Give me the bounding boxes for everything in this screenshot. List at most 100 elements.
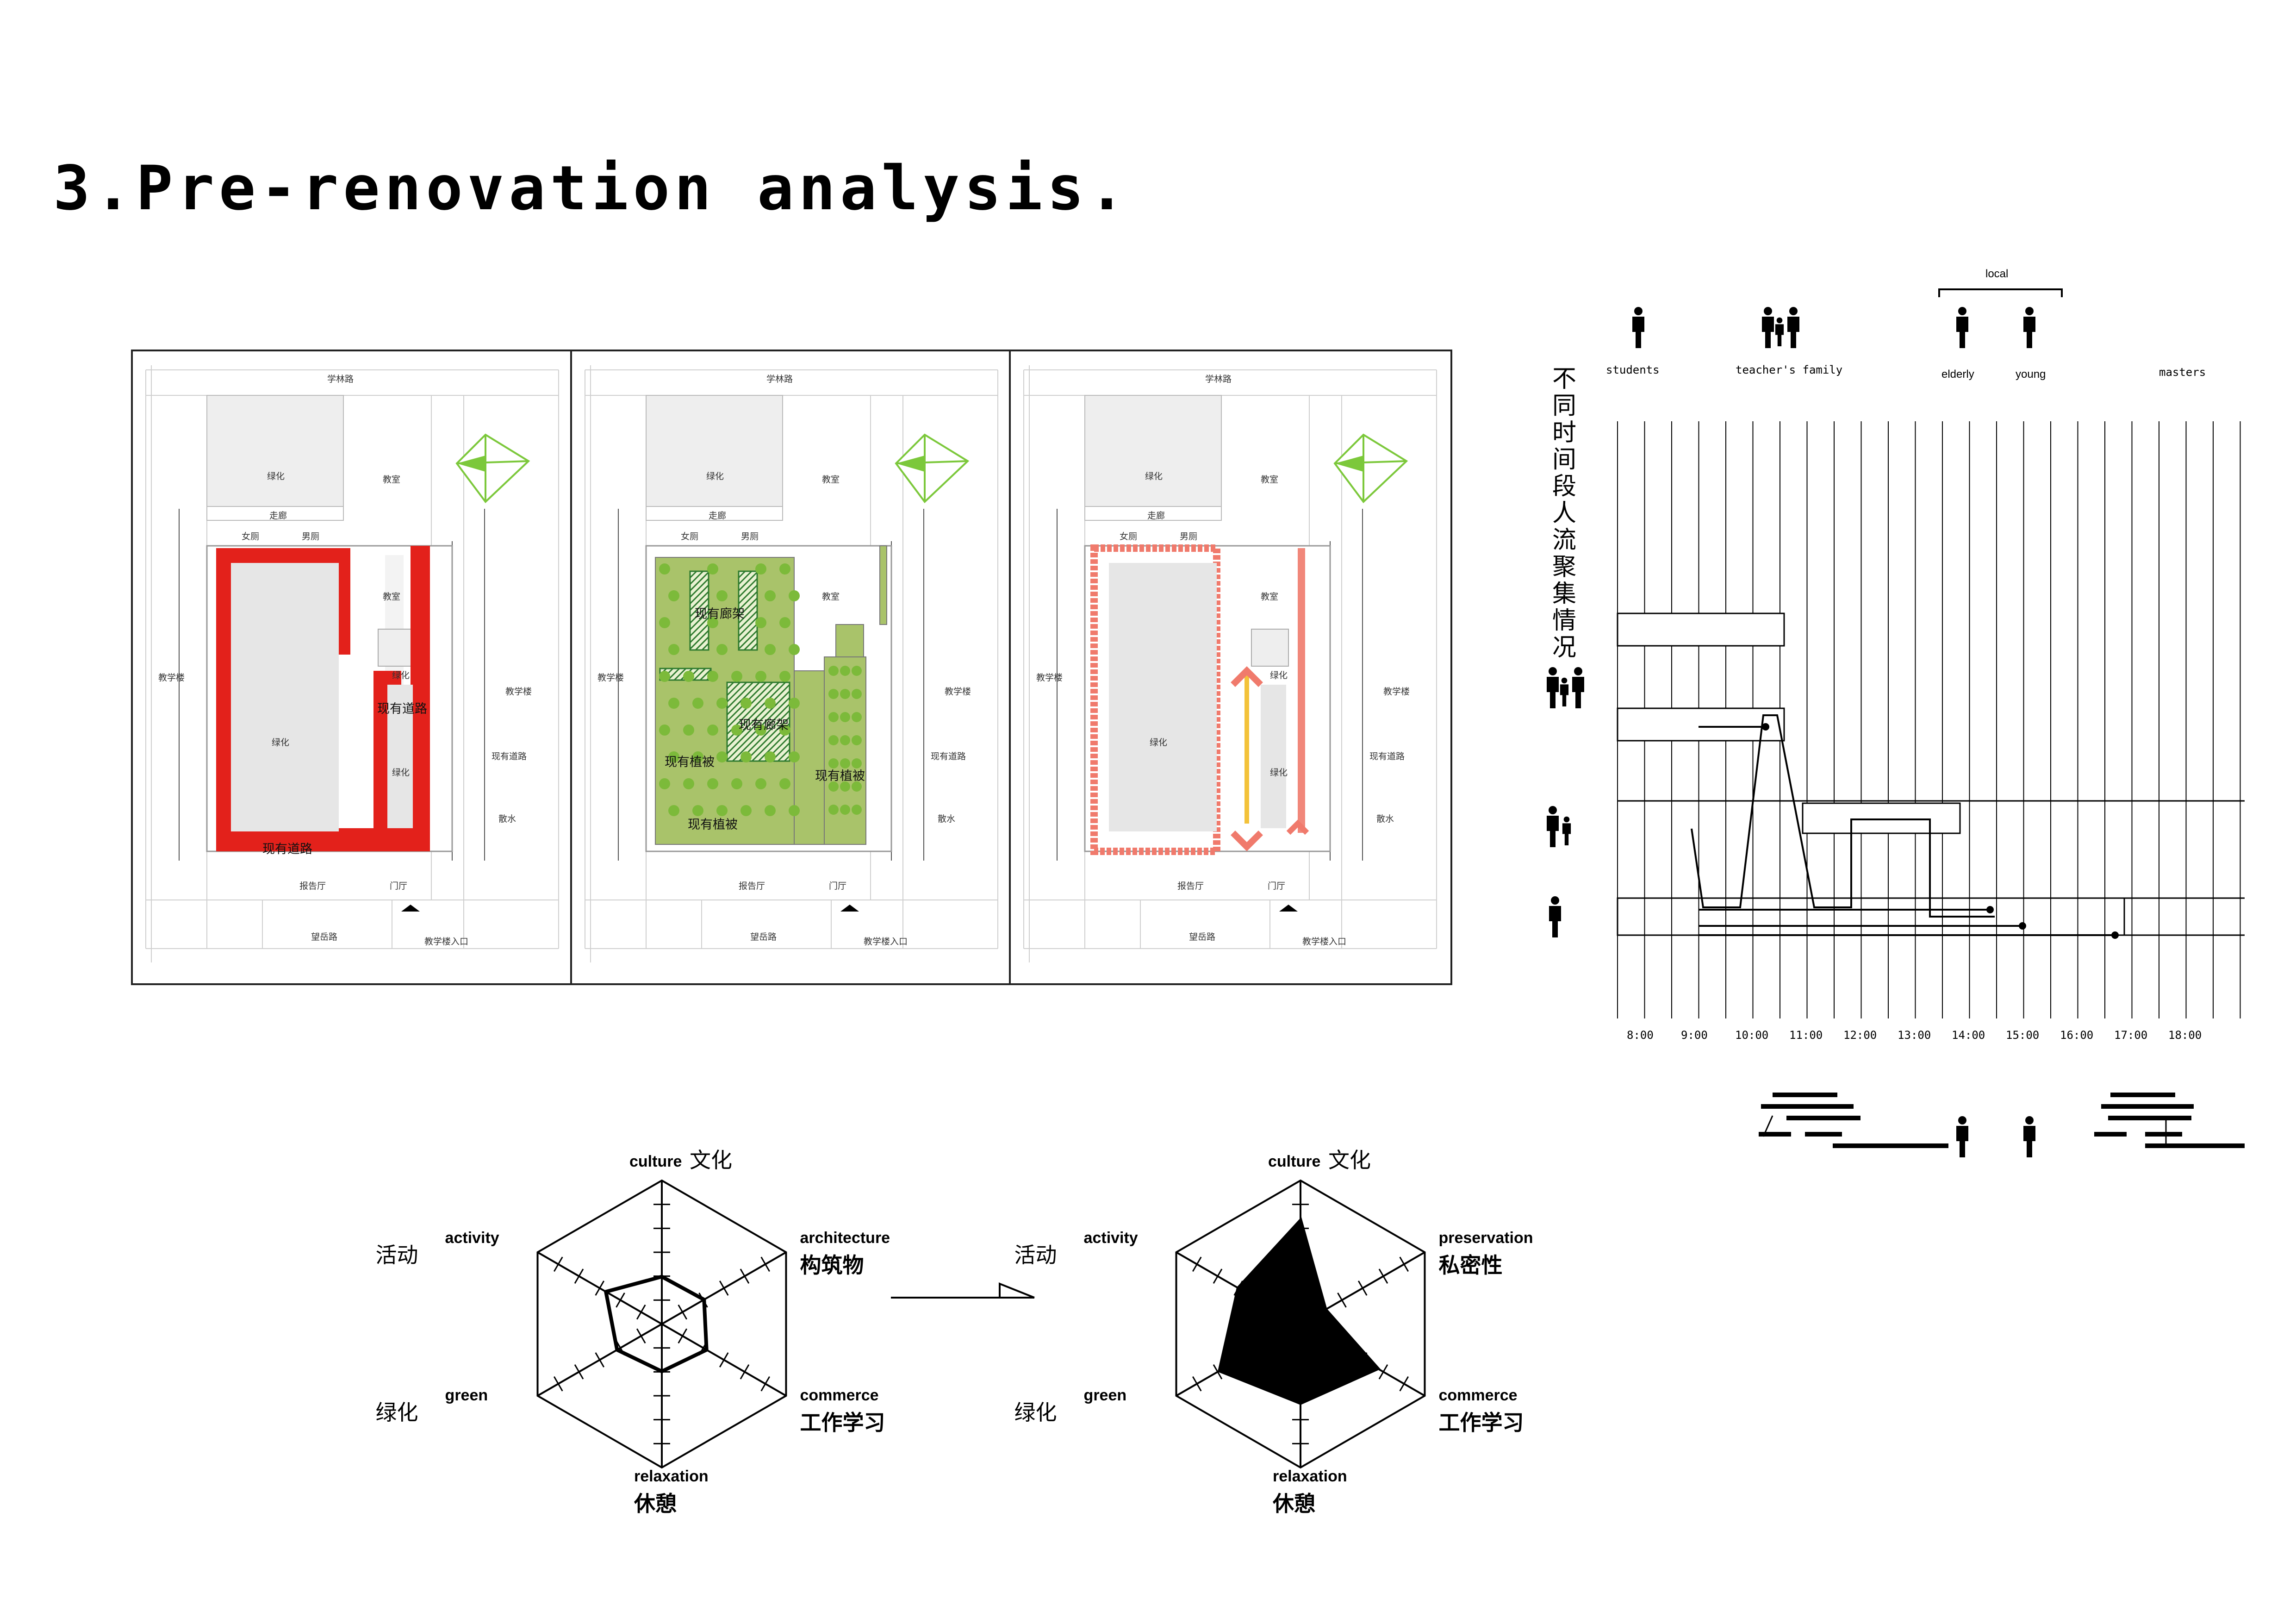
label-teaching-right: 教学楼: [1383, 687, 1410, 697]
label-wc-male: 男厕: [741, 531, 759, 542]
label-green-main: 绿化: [1150, 737, 1168, 748]
label-road-bottom: 望岳路: [750, 932, 777, 942]
axis-label-culture: culture: [1268, 1153, 1321, 1170]
label-masters: masters: [2159, 366, 2206, 379]
hour-label: 16:00: [2060, 1029, 2094, 1042]
label-corridor: 走廊: [269, 511, 287, 521]
page-title: 3.Pre-renovation analysis.: [53, 153, 1130, 224]
label-path-mid: 现有道路: [377, 702, 427, 716]
axis-label-cn-5: 活动: [375, 1243, 418, 1268]
label-wc-female: 女厕: [1120, 531, 1138, 542]
label-teaching-left: 教学楼: [597, 673, 624, 683]
axis-label-culture: culture: [629, 1153, 682, 1170]
label-green-inner: 绿化: [392, 768, 410, 778]
label-classroom-mid: 教室: [1261, 592, 1279, 602]
hour-label: 11:00: [1789, 1029, 1823, 1042]
label-road-right: 现有道路: [931, 751, 966, 762]
label-hall: 报告厅: [299, 881, 326, 891]
axis-label-cn-1: 构筑物: [800, 1253, 864, 1278]
axis-label-cn-4: 绿化: [375, 1400, 418, 1425]
hour-label: 13:00: [1898, 1029, 1931, 1042]
axis-label-cn-3: 休憩: [1273, 1491, 1315, 1516]
label-young: young: [2016, 368, 2046, 381]
axis-label-cn-5: 活动: [1014, 1243, 1057, 1268]
label-corridor: 走廊: [1147, 511, 1165, 521]
label-entrance: 教学楼入口: [1302, 937, 1347, 947]
label-door: 门厅: [1268, 881, 1286, 891]
label-green-top: 绿化: [267, 471, 285, 481]
axis-label-cn-2: 工作学习: [800, 1410, 885, 1435]
label-classroom-top: 教室: [822, 475, 840, 485]
radar-series: [604, 1274, 709, 1374]
axis-label-green: green: [1083, 1387, 1127, 1404]
axis-label-green: green: [445, 1387, 488, 1404]
label-door: 门厅: [390, 881, 408, 891]
label-entrance: 教学楼入口: [424, 937, 469, 947]
label-veg-2: 现有廊架: [739, 718, 789, 732]
axis-label-cn-0: 文化: [1328, 1148, 1371, 1173]
label-students: students: [1606, 363, 1660, 376]
label-classroom-mid: 教室: [822, 592, 840, 602]
hour-label: 10:00: [1735, 1029, 1769, 1042]
axis-label-cn-3: 休憩: [634, 1491, 677, 1516]
timeline-vertical-title: 不同时间段人流聚集情况: [1552, 365, 1576, 662]
label-green-inner: 绿化: [1270, 768, 1288, 778]
label-water: 散水: [498, 814, 516, 824]
label-hall: 报告厅: [739, 881, 765, 891]
label-veg-1: 现有廊架: [695, 607, 745, 621]
label-veg-5: 现有植被: [688, 818, 738, 832]
hour-label: 8:00: [1627, 1029, 1654, 1042]
label-classroom-mid: 教室: [383, 592, 401, 602]
label-teaching-left: 教学楼: [1036, 673, 1063, 683]
label-green-small: 绿化: [392, 670, 410, 681]
label-road-right: 现有道路: [1369, 751, 1405, 762]
label-green-top: 绿化: [1145, 471, 1163, 481]
label-corridor: 走廊: [709, 511, 727, 521]
label-veg-4: 现有植被: [815, 769, 865, 783]
hour-label: 18:00: [2168, 1029, 2202, 1042]
axis-label-cn-4: 绿化: [1014, 1400, 1057, 1425]
label-hall: 报告厅: [1177, 881, 1204, 891]
hour-label: 9:00: [1681, 1029, 1708, 1042]
label-entrance: 教学楼入口: [864, 937, 908, 947]
label-wc-female: 女厕: [681, 531, 699, 542]
label-wc-female: 女厕: [242, 531, 260, 542]
axis-label-relaxation: relaxation: [634, 1468, 709, 1485]
label-local: local: [1985, 268, 2009, 280]
axis-label-cn-0: 文化: [690, 1148, 732, 1173]
label-path-bottom: 现有道路: [262, 842, 312, 856]
axis-label-activity: activity: [1083, 1229, 1138, 1247]
label-water: 散水: [1376, 814, 1394, 824]
axis-label-commerce: commerce: [800, 1387, 879, 1404]
label-road-top: 学林路: [327, 374, 354, 384]
label-door: 门厅: [829, 881, 847, 891]
label-elderly: elderly: [1941, 368, 1974, 381]
label-road-bottom: 望岳路: [311, 932, 338, 942]
label-water: 散水: [938, 814, 956, 824]
label-wc-male: 男厕: [302, 531, 320, 542]
label-veg-3: 现有植被: [665, 755, 715, 769]
axis-label-commerce: commerce: [1438, 1387, 1518, 1404]
axis-label-relaxation: relaxation: [1273, 1468, 1347, 1485]
label-green-main: 绿化: [272, 737, 290, 748]
label-road-top: 学林路: [766, 374, 793, 384]
label-green-small: 绿化: [1270, 670, 1288, 681]
axis-label-cn-1: 私密性: [1438, 1253, 1503, 1278]
axis-label-activity: activity: [445, 1229, 499, 1247]
label-teaching-right: 教学楼: [505, 687, 532, 697]
label-family: teacher's family: [1736, 363, 1843, 376]
label-green-top: 绿化: [706, 471, 724, 481]
label-road-bottom: 望岳路: [1189, 932, 1216, 942]
hour-label: 15:00: [2006, 1029, 2040, 1042]
radar-series: [1217, 1217, 1381, 1405]
hour-label: 17:00: [2114, 1029, 2148, 1042]
transition-arrow: [891, 1275, 1039, 1305]
axis-label-cn-2: 工作学习: [1438, 1410, 1524, 1435]
label-classroom-top: 教室: [1261, 475, 1279, 485]
label-teaching-left: 教学楼: [158, 673, 185, 683]
site-plan-paths: 学林路绿化教室走廊女厕男厕教室教学楼教学楼现有道路散水报告厅门厅望岳路教学楼入口…: [131, 350, 574, 985]
axis-label-preservation: preservation: [1438, 1229, 1533, 1247]
label-teaching-right: 教学楼: [945, 687, 971, 697]
site-plan-vegetation: 现有廊架现有廊架现有植被现有植被现有植被学林路绿化教室走廊女厕男厕教室教学楼教学…: [570, 350, 1014, 985]
